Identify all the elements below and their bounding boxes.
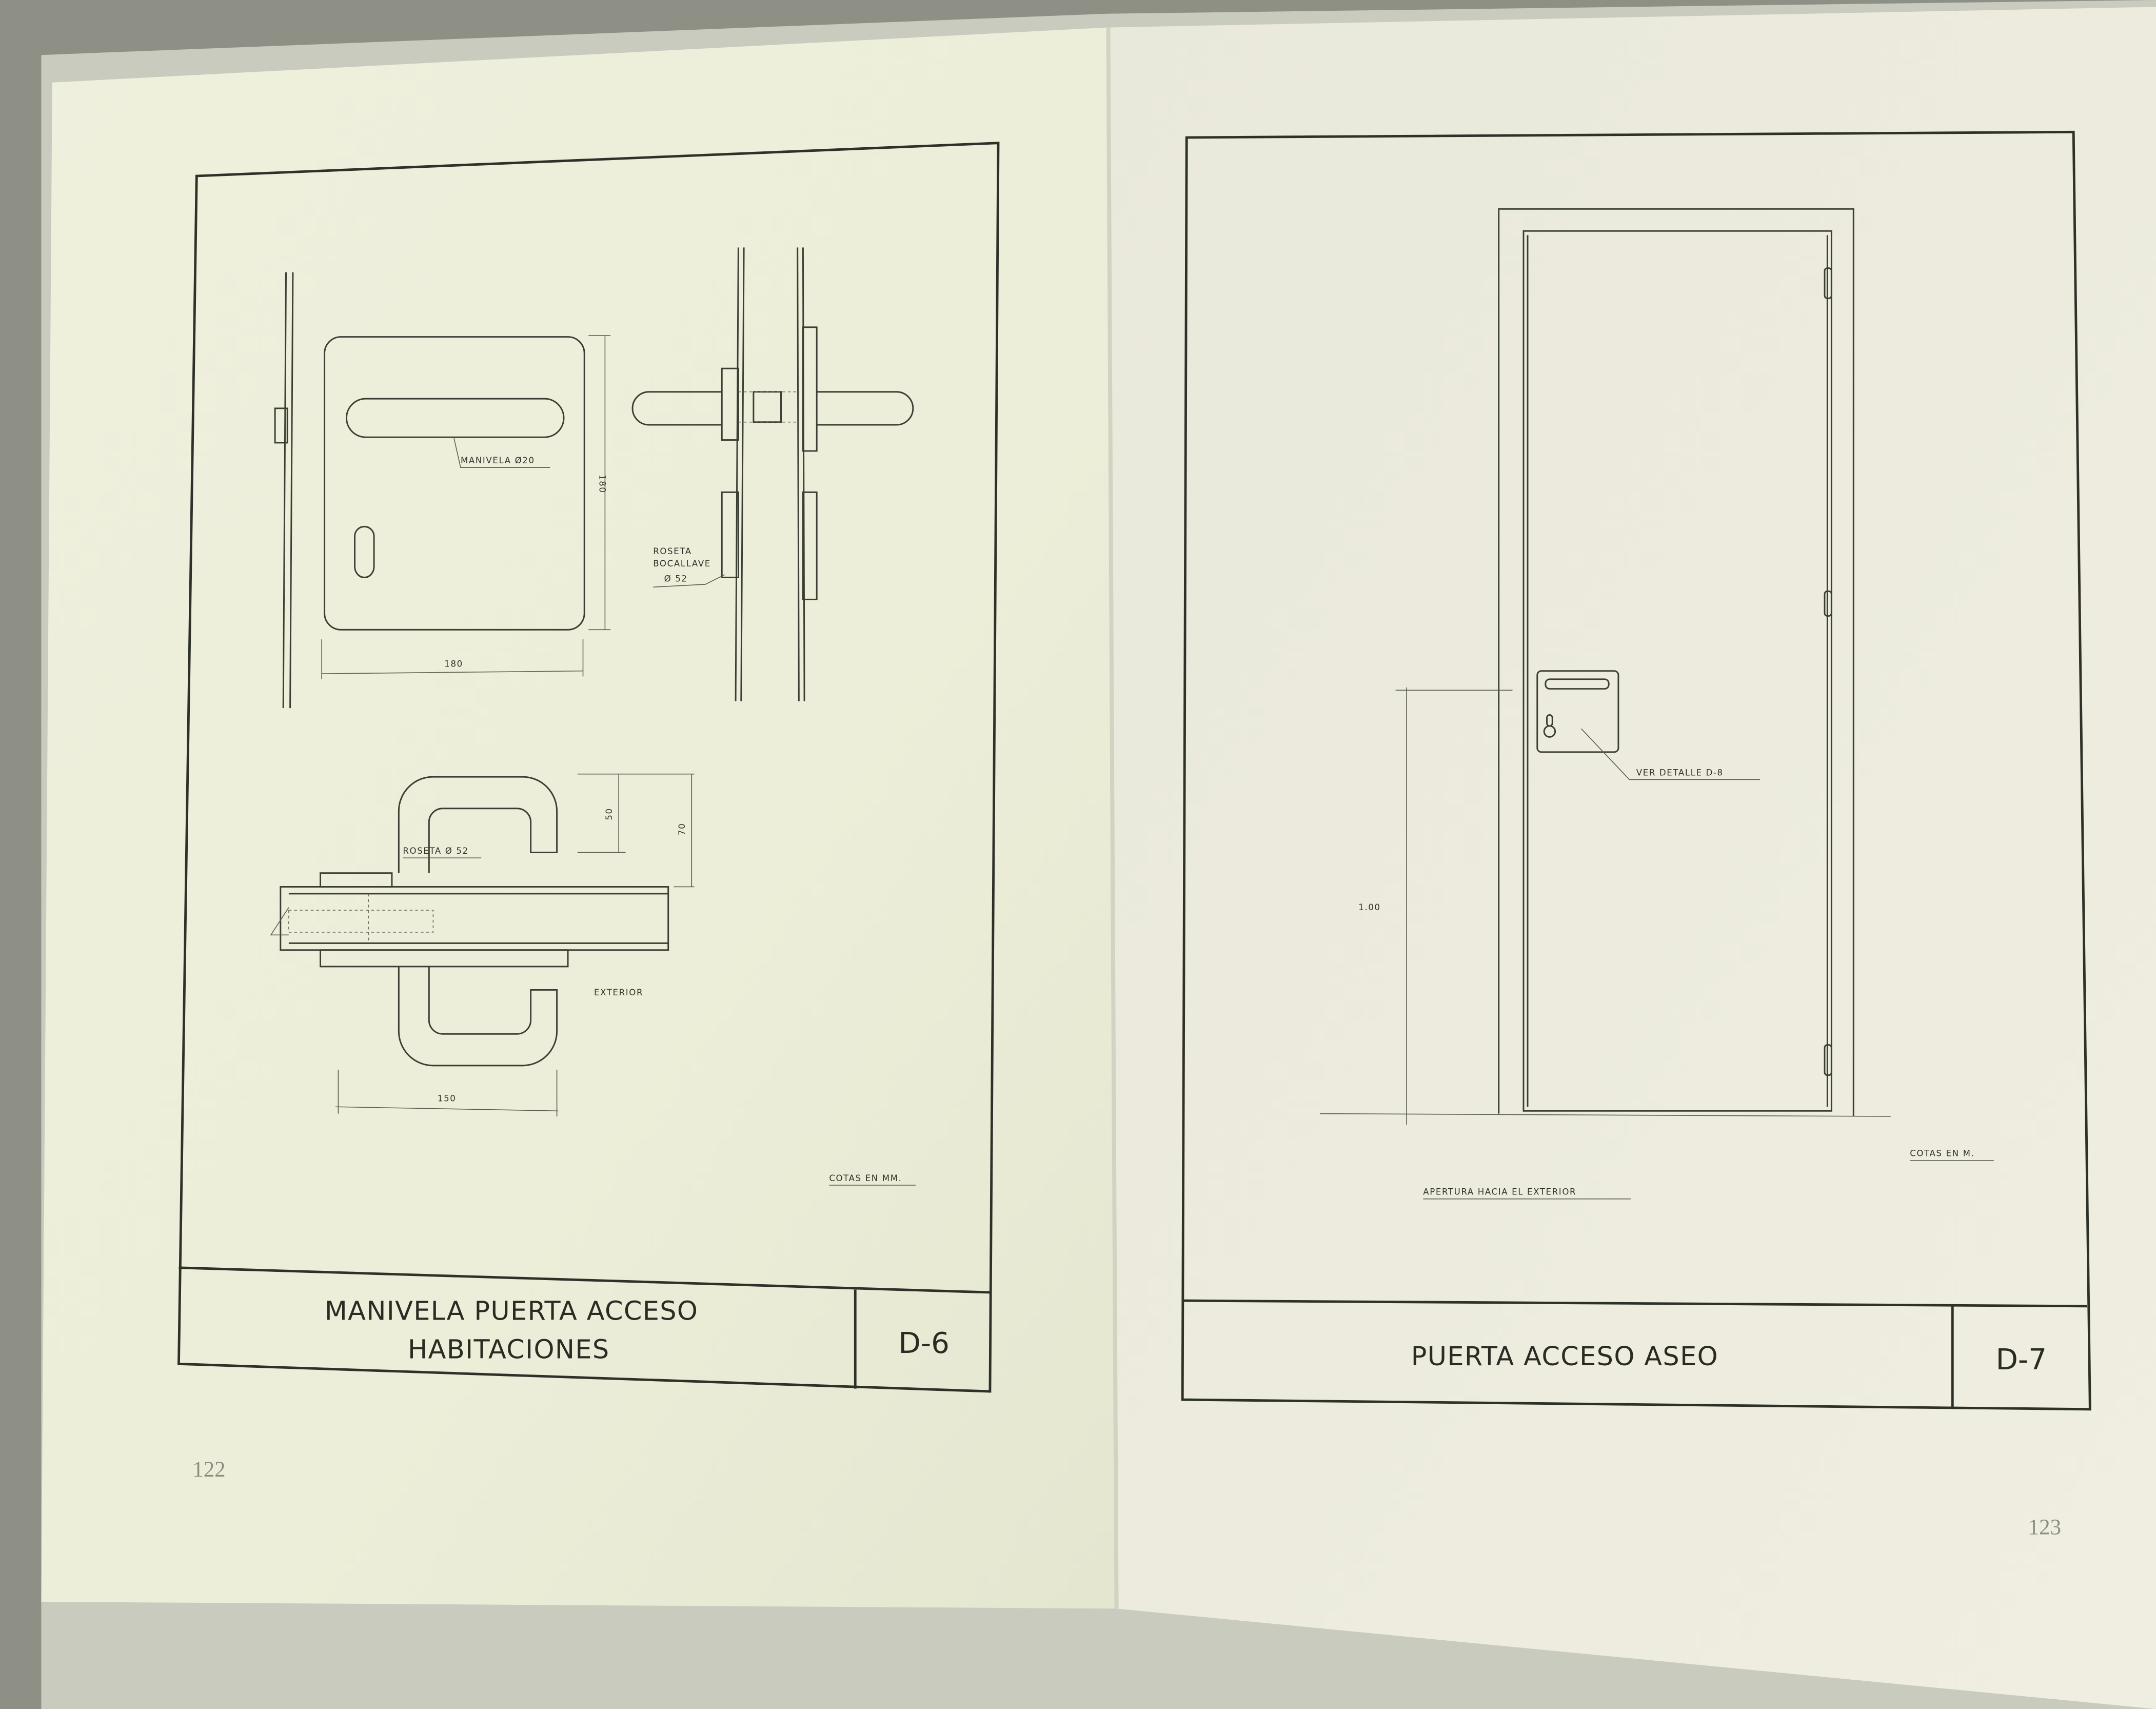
sheet-code: D-7: [1996, 1343, 2047, 1377]
roseta-section-label: ROSETA Ø 52: [403, 846, 468, 856]
page-number-left: 122: [192, 1458, 225, 1482]
units-note: COTAS EN MM.: [829, 1173, 902, 1183]
right-page: [1106, 7, 2156, 1709]
manivela-label: MANIVELA Ø20: [461, 456, 535, 465]
dimension-70: 70: [677, 823, 687, 835]
roseta-bocallave-label-2: BOCALLAVE: [653, 559, 711, 568]
detail-reference: VER DETALLE D-8: [1636, 768, 1724, 777]
left-drawing-sheet: MANIVELA Ø20 180 180 ROSETA BOCA: [177, 142, 1000, 1393]
roseta-bocallave-label-1: ROSETA: [653, 546, 692, 556]
opening-note: APERTURA HACIA EL EXTERIOR: [1423, 1187, 1576, 1197]
sheet-frame: [1181, 130, 2091, 1411]
sheet-code: D-6: [899, 1327, 950, 1360]
title-block-divider: [179, 1266, 991, 1294]
units-note: COTAS EN M.: [1910, 1149, 1974, 1158]
right-drawing-sheet: VER DETALLE D-8 1.00 COTAS EN M. APERTUR…: [1181, 130, 2091, 1411]
height-dimension: 180: [598, 475, 607, 494]
dimension-150: 150: [438, 1094, 457, 1104]
sheet-frame: [177, 142, 1000, 1393]
book-gutter: [1106, 27, 1119, 1609]
door-elevation: VER DETALLE D-8 1.00: [1320, 208, 1891, 1125]
roseta-bocallave-label-3: Ø 52: [664, 574, 688, 584]
dimension-50: 50: [604, 808, 614, 820]
handle-section-view: ROSETA Ø 52 50 70 EXTERIOR 150: [270, 773, 695, 1117]
handle-front-view: MANIVELA Ø20 180 180: [274, 272, 611, 709]
page-number-right: 123: [2028, 1516, 2061, 1540]
left-page: [41, 27, 1117, 1609]
sheet-title-line-1: MANIVELA PUERTA ACCESO: [325, 1297, 698, 1327]
title-block-divider: [1183, 1299, 2087, 1308]
width-dimension: 180: [444, 659, 463, 669]
handle-side-view: ROSETA BOCALLAVE Ø 52: [631, 247, 914, 701]
sheet-title: PUERTA ACCESO ASEO: [1411, 1342, 1718, 1372]
sheet-title-line-2: HABITACIONES: [408, 1335, 609, 1365]
exterior-label: EXTERIOR: [594, 988, 643, 997]
height-dimension: 1.00: [1358, 902, 1380, 912]
